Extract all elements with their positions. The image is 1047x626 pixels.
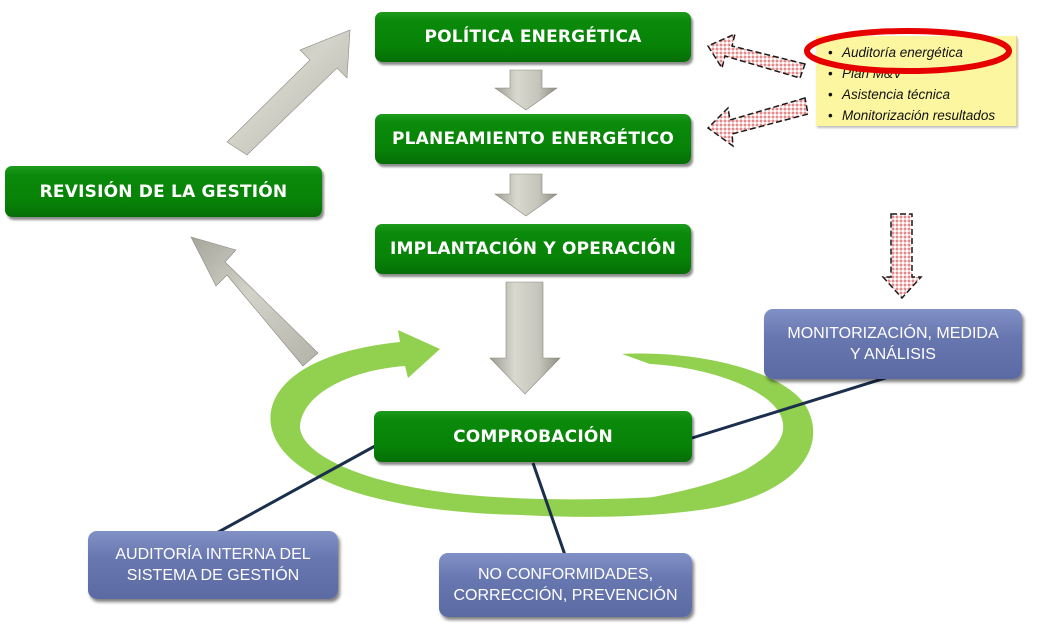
connector-comprobacion-auditoria	[212, 444, 376, 537]
arrow-revision-to-politica	[226, 29, 351, 156]
services-list-item: •Asistencia técnica	[828, 84, 1016, 105]
arrow-politica-to-planeamiento	[494, 69, 558, 111]
cycle-ring-right-arc	[520, 353, 814, 517]
connector-comprobacion-monitorizacion	[691, 373, 896, 440]
step-label: PLANEAMIENTO ENERGÉTICO	[391, 129, 675, 149]
bullet-icon: •	[828, 66, 833, 81]
bullet-icon: •	[828, 45, 833, 60]
arrow-implantacion-to-comprobacion	[489, 281, 561, 395]
pink-arrow-to-monitorizacion	[881, 213, 923, 300]
subitem-line1: AUDITORÍA INTERNA DEL	[115, 546, 311, 563]
arrow-comprobacion-to-revision	[190, 236, 319, 367]
services-list-item: •Monitorización resultados	[828, 105, 1016, 126]
services-list-item: •Auditoría energética	[828, 42, 1016, 63]
pink-arrow-to-planeamiento	[706, 97, 809, 148]
connector-comprobacion-noconformidades	[531, 462, 567, 556]
step-label: POLÍTICA ENERGÉTICA	[424, 27, 642, 47]
subitem-line2: SISTEMA DE GESTIÓN	[126, 567, 300, 584]
subitem-line2: Y ANÁLISIS	[850, 346, 936, 363]
arrow-planeamiento-to-implantacion	[494, 173, 558, 217]
subitem-auditoria-interna: AUDITORÍA INTERNA DEL SISTEMA DE GESTIÓN	[88, 531, 338, 599]
step-planeamiento-energetico: PLANEAMIENTO ENERGÉTICO	[375, 114, 691, 164]
step-politica-energetica: POLÍTICA ENERGÉTICA	[375, 12, 691, 62]
step-label: IMPLANTACIÓN Y OPERACIÓN	[389, 239, 677, 259]
subitem-line1: NO CONFORMIDADES,	[477, 566, 654, 583]
subitem-line2: CORRECCIÓN, PREVENCIÓN	[453, 587, 678, 604]
step-revision-gestion: REVISIÓN DE LA GESTIÓN	[5, 166, 322, 217]
step-implantacion-operacion: IMPLANTACIÓN Y OPERACIÓN	[375, 224, 691, 274]
subitem-no-conformidades: NO CONFORMIDADES, CORRECCIÓN, PREVENCIÓN	[439, 553, 692, 617]
pink-arrow-to-politica	[706, 32, 806, 79]
services-note: •Auditoría energética •Plan M&V •Asisten…	[816, 36, 1017, 126]
cycle-ring	[270, 330, 814, 517]
subitem-monitorizacion: MONITORIZACIÓN, MEDIDA Y ANÁLISIS	[764, 309, 1022, 379]
step-label: REVISIÓN DE LA GESTIÓN	[39, 181, 288, 202]
bullet-icon: •	[828, 108, 833, 123]
step-comprobacion: COMPROBACIÓN	[374, 411, 692, 462]
step-label: COMPROBACIÓN	[453, 426, 613, 447]
highlight-ellipse	[804, 28, 1012, 74]
bullet-icon: •	[828, 87, 833, 102]
subitem-line1: MONITORIZACIÓN, MEDIDA	[787, 325, 999, 342]
